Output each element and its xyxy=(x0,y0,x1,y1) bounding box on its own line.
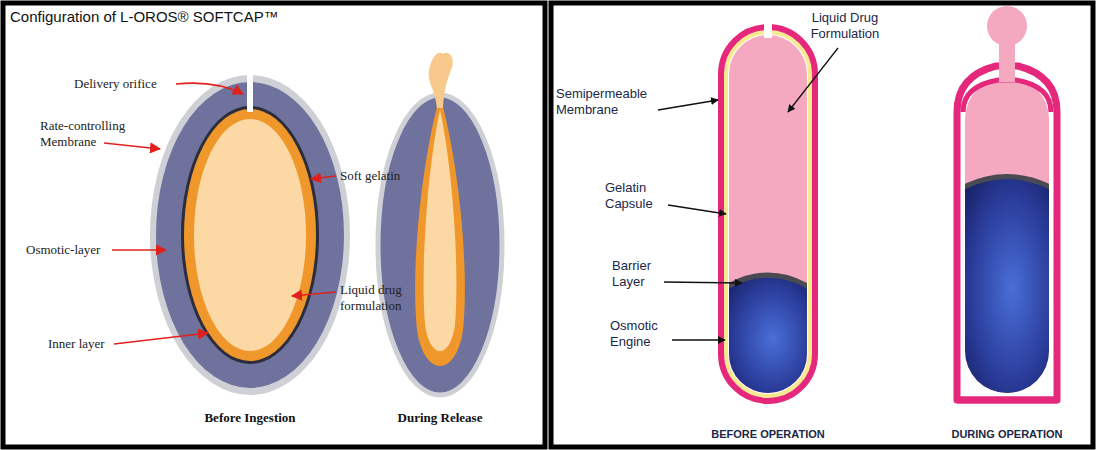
osmotic-layer xyxy=(378,95,502,395)
part-label: Soft gelatin xyxy=(340,168,450,184)
inner-layer-line xyxy=(181,106,319,364)
gelatin-capsule xyxy=(726,32,810,396)
osmotic-engine xyxy=(965,179,1049,394)
leader-arrows xyxy=(114,333,208,344)
leader-arrows xyxy=(788,48,838,112)
rate-controlling-membrane xyxy=(150,75,350,395)
stage-label: Before Ingestion xyxy=(180,410,320,426)
soft-gelatin xyxy=(415,96,465,366)
semipermeable-membrane xyxy=(957,66,1057,400)
part-label: Inner layer xyxy=(48,336,118,352)
part-label: Gelatin Capsule xyxy=(605,180,669,211)
panel-frame xyxy=(3,3,545,447)
barrier-layer xyxy=(965,177,1049,191)
stage-label: DURING OPERATION xyxy=(932,428,1082,441)
capsule-before xyxy=(721,20,815,401)
liquid-drug xyxy=(194,119,306,351)
leader-arrows xyxy=(176,83,243,94)
part-label: Liquid Drug Formulation xyxy=(790,10,900,41)
part-label: Liquid drug formulation xyxy=(340,282,436,313)
stage-label: BEFORE OPERATION xyxy=(693,428,843,441)
panel-title: Configuration of L-OROS® SOFTCAP™ xyxy=(10,8,279,26)
stage-label: During Release xyxy=(380,410,500,426)
part-label: Rate-controlling Membrane xyxy=(40,118,140,149)
liquid-drug xyxy=(424,110,457,351)
released-drug xyxy=(987,6,1027,46)
softcap-before xyxy=(150,72,350,395)
leader-arrows xyxy=(104,83,336,344)
leader-arrows xyxy=(104,143,160,149)
leader-arrows xyxy=(658,48,838,340)
leader-arrows xyxy=(668,205,726,214)
capsule-before xyxy=(729,35,807,393)
leader-arrows xyxy=(664,282,742,283)
part-label: Semipermeable Membrane xyxy=(556,86,668,117)
leader-arrows xyxy=(658,100,718,110)
liquid-drug xyxy=(965,77,1049,393)
part-label: Delivery orifice xyxy=(74,76,174,92)
leader-arrows xyxy=(311,176,336,179)
membrane-funnel xyxy=(963,80,1051,112)
leader-arrows xyxy=(112,249,166,251)
released-drug xyxy=(429,53,453,108)
part-label: Osmotic-layer xyxy=(26,242,116,258)
capsule-during xyxy=(965,77,1049,393)
capsule-base xyxy=(957,397,1057,404)
leader-arrows xyxy=(672,339,725,340)
liquid-drug xyxy=(729,35,807,393)
delivery-orifice xyxy=(764,20,772,38)
capsule-during xyxy=(957,6,1057,400)
leader-arrows xyxy=(292,292,336,296)
delivery-orifice xyxy=(247,72,253,112)
osmotic-engine xyxy=(729,277,807,393)
soft-gelatin xyxy=(184,109,316,361)
part-label: Barrier Layer xyxy=(612,258,668,289)
part-label: Osmotic Engine xyxy=(610,318,674,349)
panel-frame xyxy=(551,3,1093,447)
softcap-during xyxy=(378,53,502,395)
osmotic-layer xyxy=(156,82,344,388)
semipermeable-membrane xyxy=(721,27,815,401)
